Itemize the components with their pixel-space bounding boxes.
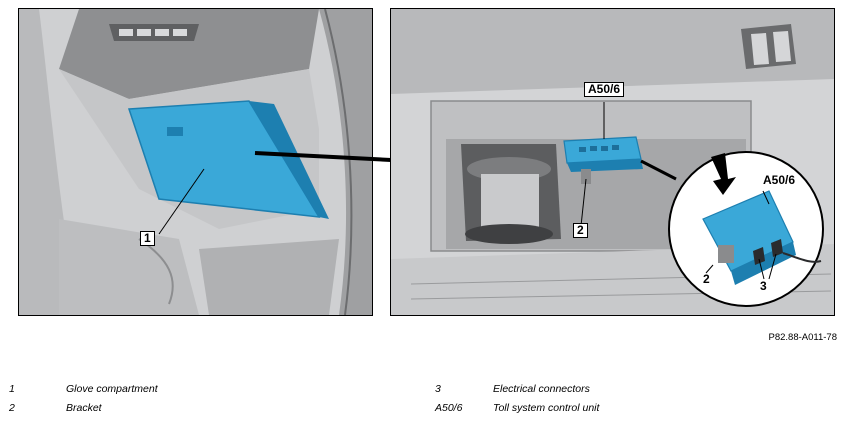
overview-drawing <box>19 9 372 315</box>
legend-num-2: 2 <box>9 402 15 414</box>
legend-num-3: 3 <box>435 383 441 395</box>
label-glove-compartment: 1 <box>140 231 155 246</box>
inset-label-bracket: 2 <box>703 272 710 286</box>
legend-text-2: Bracket <box>66 402 102 414</box>
label-control-unit: A50/6 <box>584 82 625 97</box>
legend-text-3: Electrical connectors <box>493 383 590 395</box>
legend-num-1: 1 <box>9 383 15 395</box>
overview-illustration: 1 <box>18 8 373 316</box>
legend-num-4: A50/6 <box>435 402 463 414</box>
legend-text-4: Toll system control unit <box>493 402 600 414</box>
label-bracket: 2 <box>573 223 588 238</box>
legend-text-1: Glove compartment <box>66 383 158 395</box>
inset-label-connectors: 3 <box>760 279 767 293</box>
detail-illustration: A50/6 2 A50/6 2 3 <box>390 8 835 316</box>
inset-label-control-unit: A50/6 <box>763 173 796 187</box>
detail-drawing <box>391 9 834 315</box>
figure-id: P82.88-A011-78 <box>768 332 838 343</box>
